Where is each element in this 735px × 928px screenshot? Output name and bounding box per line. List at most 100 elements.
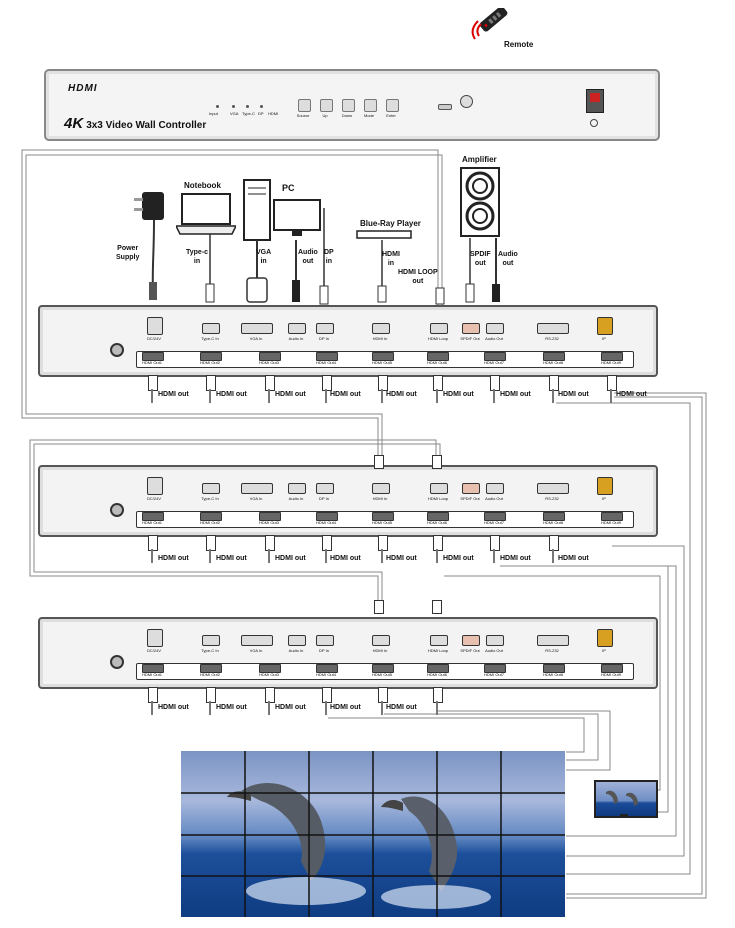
hdmi-cable-wire bbox=[610, 389, 612, 403]
input-port bbox=[241, 635, 273, 646]
hdmi-cable-plug-icon bbox=[206, 375, 216, 391]
video-wall-display bbox=[181, 751, 565, 917]
bluray-player-icon bbox=[356, 230, 412, 239]
hdmi-loop-plug-icon bbox=[374, 455, 384, 469]
power-switch[interactable] bbox=[586, 89, 604, 113]
hdmi-out-label: HDMI out bbox=[443, 555, 474, 562]
input-port bbox=[486, 635, 504, 646]
port-label: HDMI Loop bbox=[427, 648, 449, 653]
hdmi-out-label: HDMI out bbox=[216, 391, 247, 398]
hdmi-output-label: HDMI Out5 bbox=[371, 360, 392, 365]
hdmi-output-label: HDMI Out9 bbox=[600, 520, 621, 525]
hdmi-output-label: HDMI Out7 bbox=[483, 360, 504, 365]
hdmi-out-label: HDMI out bbox=[158, 391, 189, 398]
hdmi-out-label: HDMI out bbox=[616, 391, 647, 398]
hdmi-cable-wire bbox=[325, 701, 327, 715]
port-label: DC/24V bbox=[146, 648, 161, 653]
led-label: Input bbox=[209, 111, 218, 116]
hdmi-cable-wire bbox=[325, 549, 327, 563]
hdmi-output-port bbox=[142, 512, 164, 521]
hdmi-cable-wire bbox=[436, 389, 438, 403]
hdmi-out-label: HDMI out bbox=[558, 555, 589, 562]
led-label: VGA bbox=[230, 111, 239, 116]
port-label: SPDIF Out bbox=[460, 648, 480, 653]
port-label: HDMI In bbox=[372, 336, 388, 341]
audio-out-label: Audio out bbox=[298, 249, 318, 265]
hdmi-cable-plug-icon bbox=[265, 687, 275, 703]
input-port bbox=[288, 483, 306, 494]
input-port bbox=[597, 629, 613, 647]
hdmi-output-port bbox=[259, 352, 281, 361]
hdmi-cable-plug-icon bbox=[433, 375, 443, 391]
led-input bbox=[216, 105, 219, 108]
hdmi-output-port bbox=[543, 512, 565, 521]
led-vga bbox=[232, 105, 235, 108]
up-button[interactable] bbox=[320, 99, 333, 112]
hdmi-output-label: HDMI Out5 bbox=[371, 672, 392, 677]
vga-cable-icon bbox=[246, 240, 268, 303]
hdmi-out-label: HDMI out bbox=[500, 555, 531, 562]
port-label: Audio Out bbox=[485, 648, 503, 653]
hdmi-output-label: HDMI Out8 bbox=[542, 520, 563, 525]
input-port bbox=[537, 323, 569, 334]
dp-cable-icon bbox=[319, 208, 329, 305]
button-label: Mode bbox=[363, 113, 374, 118]
remote-icon bbox=[471, 8, 508, 40]
hdmi-cable-wire bbox=[436, 701, 438, 715]
spdif-out-label: SPDIF out bbox=[470, 251, 491, 267]
hdmi-output-port bbox=[601, 512, 623, 521]
hdmi-output-port bbox=[372, 512, 394, 521]
hdmi-cable-plug-icon bbox=[206, 535, 216, 551]
hdmi-output-port bbox=[316, 512, 338, 521]
port-label: Audio Out bbox=[485, 336, 503, 341]
hdmi-output-label: HDMI Out1 bbox=[141, 520, 162, 525]
hdmi-out-label: HDMI out bbox=[216, 704, 247, 711]
hdmi-output-port bbox=[543, 352, 565, 361]
ir-sensor-icon bbox=[460, 95, 473, 108]
source-button[interactable] bbox=[298, 99, 311, 112]
hdmi-out-label: HDMI out bbox=[275, 391, 306, 398]
button-label: Down bbox=[341, 113, 353, 118]
hdmi-loop-plug-icon bbox=[432, 600, 442, 614]
hdmi-output-port bbox=[142, 352, 164, 361]
hdmi-cable-plug-icon bbox=[206, 687, 216, 703]
hdmi-output-label: HDMI Out7 bbox=[483, 520, 504, 525]
hdmi-output-port bbox=[316, 664, 338, 673]
port-label: DP In bbox=[319, 496, 329, 501]
hdmi-cable-wire bbox=[151, 701, 153, 715]
hdmi-cable-wire bbox=[436, 549, 438, 563]
hdmi-output-port bbox=[259, 512, 281, 521]
ground-terminal-icon bbox=[110, 503, 124, 517]
port-label: Audio In bbox=[288, 496, 304, 501]
hdmi-output-label: HDMI Out9 bbox=[600, 360, 621, 365]
hdmi-output-label: HDMI Out6 bbox=[426, 672, 447, 677]
preview-monitor bbox=[594, 780, 658, 818]
input-port bbox=[288, 635, 306, 646]
hdmi-output-port bbox=[200, 352, 222, 361]
input-port bbox=[316, 483, 334, 494]
mode-button[interactable] bbox=[364, 99, 377, 112]
port-label: RS-232 bbox=[545, 648, 559, 653]
hdmi-cable-plug-icon bbox=[265, 535, 275, 551]
hdmi-cable-wire bbox=[268, 701, 270, 715]
hdmi-output-port bbox=[372, 352, 394, 361]
input-port bbox=[147, 477, 163, 495]
hdmi-output-label: HDMI Out7 bbox=[483, 672, 504, 677]
button-label: Up bbox=[322, 113, 328, 118]
port-label: DC/24V bbox=[146, 496, 161, 501]
hdmi-output-label: HDMI Out3 bbox=[258, 360, 279, 365]
port-label: Audio Out bbox=[485, 496, 503, 501]
hdmi-cable-plug-icon bbox=[148, 375, 158, 391]
enter-button[interactable] bbox=[386, 99, 399, 112]
input-port bbox=[372, 483, 390, 494]
hdmi-cable-wire bbox=[209, 389, 211, 403]
hdmi-loop-out-label: HDMI LOOP out bbox=[398, 269, 438, 285]
port-label: HDMI In bbox=[372, 648, 388, 653]
down-button[interactable] bbox=[342, 99, 355, 112]
hdmi-output-port bbox=[427, 664, 449, 673]
input-port bbox=[597, 317, 613, 335]
hdmi-cable-plug-icon bbox=[148, 535, 158, 551]
led-typec bbox=[246, 105, 249, 108]
